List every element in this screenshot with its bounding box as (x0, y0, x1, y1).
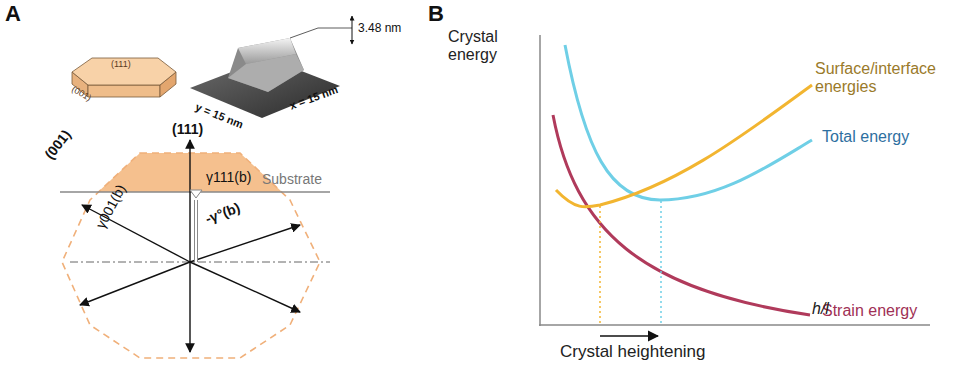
drawing-part (88, 85, 160, 97)
panel-letter: A (5, 2, 21, 26)
surface-energy-vector: γ001(b) (93, 182, 129, 231)
drawing-part (553, 115, 810, 315)
adhesion-vector: -γ°(b) (203, 200, 242, 227)
drawing-part (228, 54, 304, 92)
drawing-part (539, 324, 930, 326)
drawing-part (290, 28, 352, 38)
drawing-part (660, 201, 662, 324)
surface-energy-vector: γ111(b) (206, 170, 251, 185)
drawing-part (565, 45, 812, 200)
drawing-part (556, 85, 812, 207)
crystal-prism (72, 58, 176, 97)
afm-image (190, 16, 352, 118)
drawing-part (228, 38, 304, 92)
axis-title: Crystal energy (448, 28, 528, 63)
curve-label: Strain energy (822, 302, 917, 320)
axis-title: Crystal heightening (560, 343, 706, 362)
drawing-part (195, 200, 197, 262)
drawing-part (599, 206, 601, 324)
drawing-part (190, 190, 202, 198)
drawing-part (600, 335, 658, 337)
drawing-part (539, 35, 541, 326)
substrate-label: Substrate (262, 172, 322, 187)
drawing-part (72, 58, 176, 85)
drawing-part (190, 225, 300, 262)
face-label: (111) (111, 60, 131, 70)
height-dimension: 3.48 nm (358, 22, 401, 35)
drawing-part (190, 262, 300, 312)
drawing-part (352, 16, 353, 44)
drawing-part (80, 262, 190, 305)
face-label: (111) (172, 122, 203, 137)
drawing-part (189, 262, 190, 352)
wulff-construction (60, 140, 330, 358)
axis-title: h/l (812, 300, 829, 318)
curve-label: Surface/interface energies (815, 60, 965, 95)
drawing-part (189, 140, 190, 262)
drawing-part (70, 262, 330, 263)
curve-label: Total energy (822, 128, 909, 146)
drawing-part (194, 200, 198, 262)
face-label: (001) (42, 127, 74, 162)
panel-letter: B (428, 2, 444, 26)
